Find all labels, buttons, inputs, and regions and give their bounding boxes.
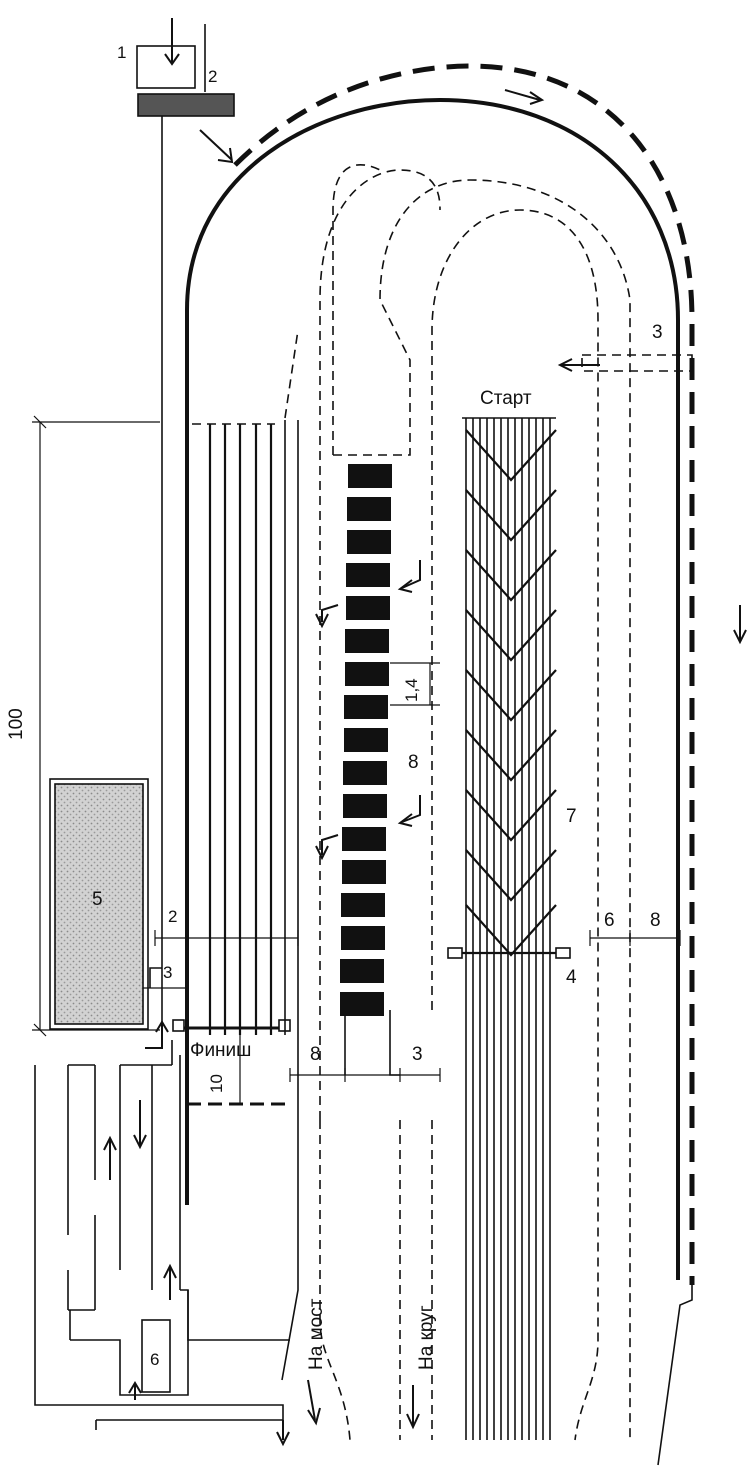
- dim-1-4: 1,4: [402, 678, 421, 702]
- paddock: [34, 1020, 290, 1447]
- start-gate: 4: [447, 947, 577, 988]
- outer-track-dashed-edge: [233, 63, 695, 1285]
- dim-8-right: 8: [650, 910, 661, 931]
- dim-2: 2: [168, 907, 177, 926]
- dim-100: 100: [6, 415, 160, 1037]
- label-7: 7: [566, 806, 577, 827]
- label-8-blocks: 8: [408, 752, 419, 773]
- to-circle-label: На круг: [416, 1305, 437, 1370]
- dim-8-bottom: 8: [310, 1044, 321, 1065]
- item-2-bar: 2: [137, 67, 545, 1030]
- label-2-top: 2: [208, 67, 217, 86]
- to-bridge-label: На мост: [306, 1298, 327, 1370]
- dim-3-bottom: 3: [412, 1044, 423, 1065]
- start-grid: Старт 7: [462, 388, 577, 1440]
- inner-dashed-lanes: [319, 163, 631, 1441]
- dim-100-label: 100: [6, 708, 27, 740]
- finish-label: Финиш: [190, 1040, 251, 1061]
- outer-track: [185, 63, 695, 1466]
- dims-right: 6 8: [589, 910, 681, 946]
- finish-gate: Финиш 10: [172, 1019, 291, 1106]
- outer-track-line: [185, 97, 680, 1280]
- item-6: 6: [141, 1319, 171, 1393]
- dim-6: 6: [604, 910, 615, 931]
- item-3: 3: [557, 322, 693, 372]
- label-4: 4: [566, 967, 577, 988]
- area-5: 5: [49, 778, 149, 1030]
- slalom-blocks: 8 1,4: [315, 464, 440, 1016]
- dims-left: 2 3: [139, 907, 299, 996]
- direction-arrow-right: [733, 605, 747, 645]
- outer-track-end: [657, 1285, 693, 1466]
- exit-to-bridge: На мост: [306, 1298, 327, 1426]
- dims-bottom: 8 3: [289, 1044, 441, 1082]
- label-1: 1: [117, 43, 126, 62]
- label-3-top: 3: [652, 322, 663, 343]
- exit-to-circle: На круг: [406, 1305, 437, 1430]
- label-5: 5: [92, 889, 103, 910]
- dim-3-left: 3: [163, 963, 172, 982]
- item-1-box: 1: [117, 18, 206, 92]
- dim-10: 10: [207, 1074, 226, 1093]
- finish-lanes: [192, 329, 299, 1381]
- label-6: 6: [150, 1350, 159, 1369]
- start-label: Старт: [480, 388, 532, 409]
